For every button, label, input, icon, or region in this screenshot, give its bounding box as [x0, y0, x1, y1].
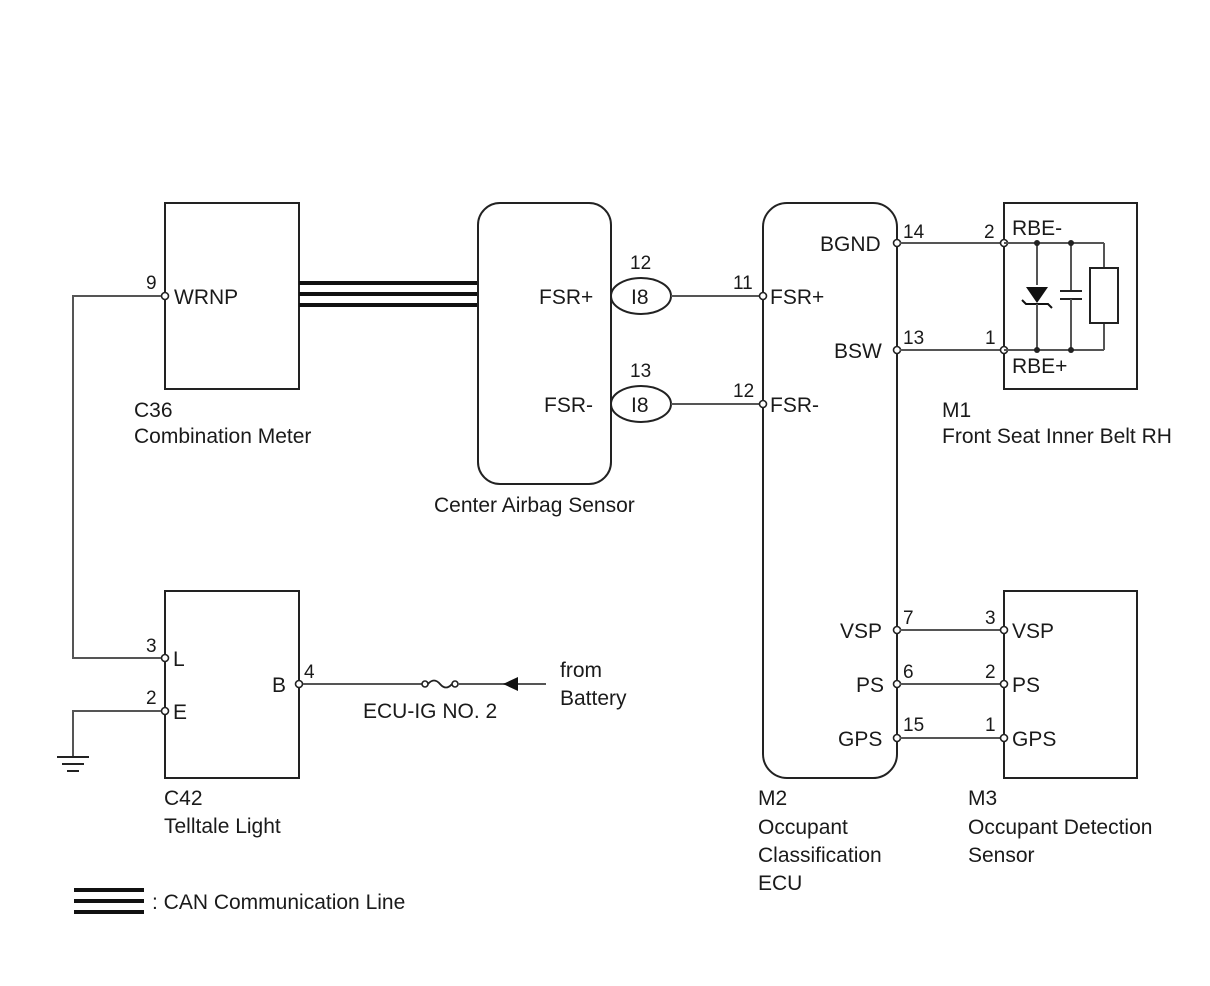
belt-code: M1: [942, 399, 971, 422]
ecu-fsr-plus-label: FSR+: [770, 286, 824, 309]
front-seat-inner-belt: 2 1 RBE- RBE+ M1 Front Seat In: [942, 202, 1172, 448]
ecu-vsp-pin: 7: [903, 608, 914, 629]
sensor-ps-terminal: [999, 679, 1009, 689]
belt-rbe-minus-pin: 2: [984, 222, 995, 243]
occupant-ecu-code: M2: [758, 787, 787, 810]
occupant-detection-sensor: 3 2 1 VSP PS GPS M3 Occupant Detection S…: [968, 590, 1152, 867]
telltale-e-terminal: [160, 706, 170, 716]
ecu-bsw-label: BSW: [834, 340, 882, 363]
belt-rbe-minus-label: RBE-: [1012, 217, 1062, 240]
sensor-vsp-label: VSP: [1012, 620, 1054, 643]
ecu-fsr-minus-pin: 12: [733, 381, 754, 402]
wrnp-pin: 9: [146, 273, 157, 294]
ecu-bsw-terminal: [892, 345, 902, 355]
ecu-ps-label: PS: [856, 674, 884, 697]
center-airbag-sensor-name: Center Airbag Sensor: [434, 494, 635, 517]
connector-i8-upper-pin: 12: [630, 253, 651, 274]
ecu-ps-terminal: [892, 679, 902, 689]
combination-meter-code: C36: [134, 399, 173, 422]
source-line2: Battery: [560, 687, 627, 710]
telltale-b-pin: 4: [304, 662, 315, 683]
occupant-ecu-box: [762, 202, 898, 779]
telltale-code: C42: [164, 787, 203, 810]
detection-sensor-code: M3: [968, 787, 997, 810]
connector-i8-upper-label: I8: [631, 286, 649, 309]
ecu-gps-terminal: [892, 733, 902, 743]
sensor-vsp-pin: 3: [985, 608, 996, 629]
zener-diode-icon: [1026, 287, 1048, 303]
telltale-e-label: E: [173, 701, 187, 724]
ecu-bsw-pin: 13: [903, 328, 924, 349]
detection-sensor-name-line2: Sensor: [968, 844, 1035, 867]
sensor-ps-pin: 2: [985, 662, 996, 683]
legend-label: : CAN Communication Line: [152, 891, 405, 914]
occupant-ecu-name-line1: Occupant: [758, 816, 848, 839]
ecu-fsr-plus-terminal: [758, 291, 768, 301]
connector-i8-lower-label: I8: [631, 394, 649, 417]
belt-name: Front Seat Inner Belt RH: [942, 425, 1172, 448]
telltale-l-terminal: [160, 653, 170, 663]
airbag-fsr-minus-label: FSR-: [544, 394, 593, 417]
ecu-fsr-minus-terminal: [758, 399, 768, 409]
belt-box: [1003, 202, 1138, 390]
sensor-gps-label: GPS: [1012, 728, 1056, 751]
ground-icon: [57, 756, 89, 772]
ecu-fsr-plus-pin: 11: [733, 273, 753, 294]
ecu-gps-pin: 15: [903, 715, 924, 736]
can-communication-line: [299, 281, 478, 307]
ecu-vsp-terminal: [892, 625, 902, 635]
telltale-b-terminal: [294, 679, 304, 689]
telltale-e-pin: 2: [146, 688, 157, 709]
ecu-ps-pin: 6: [903, 662, 914, 683]
ecu-fsr-minus-label: FSR-: [770, 394, 819, 417]
occupant-ecu-name-line2: Classification: [758, 844, 882, 867]
combination-meter: 9 WRNP C36 Combination Meter: [134, 202, 311, 448]
ecu-bgnd-label: BGND: [820, 233, 881, 256]
legend: : CAN Communication Line: [74, 888, 405, 914]
ecu-vsp-label: VSP: [840, 620, 882, 643]
sensor-gps-terminal: [999, 733, 1009, 743]
airbag-fsr-plus-label: FSR+: [539, 286, 593, 309]
wrnp-terminal-label: WRNP: [174, 286, 238, 309]
wire-e-to-ground: [72, 710, 161, 757]
telltale-l-pin: 3: [146, 636, 157, 657]
occupant-ecu-name-line3: ECU: [758, 872, 802, 895]
detection-sensor-name-line1: Occupant Detection: [968, 816, 1152, 839]
center-airbag-sensor: FSR+ FSR- Center Airbag Sensor I8 12 I8 …: [434, 202, 672, 517]
meter-wrnp-terminal: [160, 291, 170, 301]
source-line1: from: [560, 659, 602, 682]
telltale-l-label: L: [173, 648, 185, 671]
combination-meter-name: Combination Meter: [134, 425, 311, 448]
belt-rbe-plus-label: RBE+: [1012, 355, 1067, 378]
connector-i8-lower-pin: 13: [630, 361, 651, 382]
belt-switch-circuit: [1004, 240, 1119, 353]
belt-rbe-plus-pin: 1: [985, 328, 996, 349]
resistor-icon: [1089, 267, 1119, 324]
telltale-light: 3 2 4 L E B C42 Telltale Light: [146, 590, 315, 838]
fuse-label: ECU-IG NO. 2: [363, 700, 497, 723]
arrow-left-icon: [503, 677, 518, 691]
ecu-gps-label: GPS: [838, 728, 882, 751]
center-airbag-sensor-box: [477, 202, 612, 485]
ecu-bgnd-pin: 14: [903, 222, 925, 243]
sensor-ps-label: PS: [1012, 674, 1040, 697]
sensor-gps-pin: 1: [985, 715, 996, 736]
ecu-bgnd-terminal: [892, 238, 902, 248]
telltale-name: Telltale Light: [164, 815, 281, 838]
fuse-icon: [421, 679, 459, 689]
sensor-vsp-terminal: [999, 625, 1009, 635]
wire-wrnp-to-l: [72, 295, 161, 659]
telltale-b-label: B: [272, 674, 286, 697]
occupant-classification-ecu: 11 FSR+ 12 FSR- BGND 14 BSW 13 VSP 7 PS …: [733, 202, 925, 895]
